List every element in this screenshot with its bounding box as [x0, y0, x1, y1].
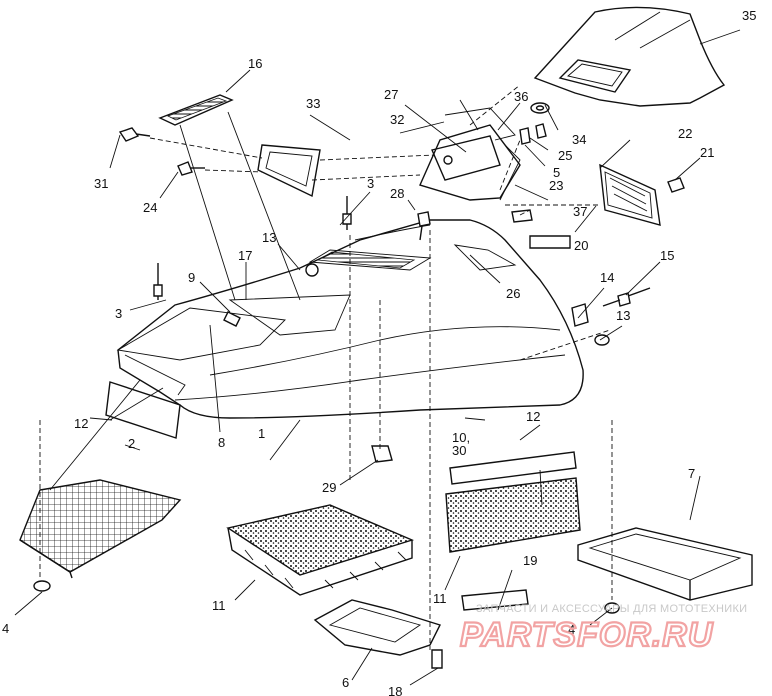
label-16: 16	[248, 56, 262, 71]
label-32: 32	[390, 112, 404, 127]
tray-bottom	[313, 599, 441, 656]
reference-lines	[39, 84, 613, 650]
label-14: 14	[600, 270, 614, 285]
label-3b: 3	[115, 306, 122, 321]
label-27: 27	[384, 87, 398, 102]
label-1: 1	[258, 426, 265, 441]
foam-pad-left	[226, 504, 415, 596]
label-21: 21	[700, 145, 714, 160]
label-19: 19	[523, 553, 537, 568]
label-17: 17	[238, 248, 252, 263]
label-25: 25	[558, 148, 572, 163]
bezel	[257, 144, 321, 198]
watermark-caption: ЗАПЧАСТИ И АКСЕССУАРЫ ДЛЯ МОТОТЕХНИКИ	[476, 603, 747, 615]
label-20: 20	[574, 238, 588, 253]
label-3a: 3	[367, 176, 374, 191]
tray-right	[577, 527, 753, 601]
callout-labels: 1 2 3 3 4 4 5 6 7 8 9 10, 30 11 11 12 12…	[2, 8, 756, 696]
label-26: 26	[506, 286, 520, 301]
label-35: 35	[742, 8, 756, 23]
label-24: 24	[143, 200, 157, 215]
label-31: 31	[94, 176, 108, 191]
label-22: 22	[678, 126, 692, 141]
label-36: 36	[514, 89, 528, 104]
label-29: 29	[322, 480, 336, 495]
label-9: 9	[188, 270, 195, 285]
label-4b: 4	[568, 622, 575, 637]
label-28: 28	[390, 186, 404, 201]
hood	[116, 219, 584, 419]
label-8: 8	[218, 435, 225, 450]
headlight-housing	[419, 107, 521, 201]
label-10: 10,	[452, 430, 470, 445]
label-13b: 13	[616, 308, 630, 323]
label-11b: 11	[433, 591, 447, 606]
watermark: ЗАПЧАСТИ И АКСЕССУАРЫ ДЛЯ МОТОТЕХНИКИ PA…	[459, 603, 747, 655]
label-33: 33	[306, 96, 320, 111]
foam-pad-right	[445, 477, 581, 553]
label-2: 2	[128, 436, 135, 451]
grille-screen	[19, 479, 182, 579]
headlamp	[599, 163, 685, 226]
windshield	[533, 6, 726, 107]
label-23: 23	[549, 178, 563, 193]
label-6: 6	[342, 675, 349, 690]
label-37: 37	[573, 204, 587, 219]
strips	[105, 381, 577, 611]
label-5: 5	[553, 165, 560, 180]
label-18: 18	[388, 684, 402, 696]
label-11a: 11	[212, 598, 226, 613]
label-7: 7	[688, 466, 695, 481]
leader-lines	[14, 29, 741, 686]
label-30: 30	[452, 443, 466, 458]
label-34: 34	[572, 132, 586, 147]
label-4a: 4	[2, 621, 9, 636]
label-12a: 12	[74, 416, 88, 431]
watermark-brand: PARTSFOR.RU	[460, 616, 714, 654]
label-13a: 13	[262, 230, 276, 245]
label-12b: 12	[526, 409, 540, 424]
hardware	[33, 102, 651, 669]
handle	[158, 94, 234, 126]
label-15: 15	[660, 248, 674, 263]
